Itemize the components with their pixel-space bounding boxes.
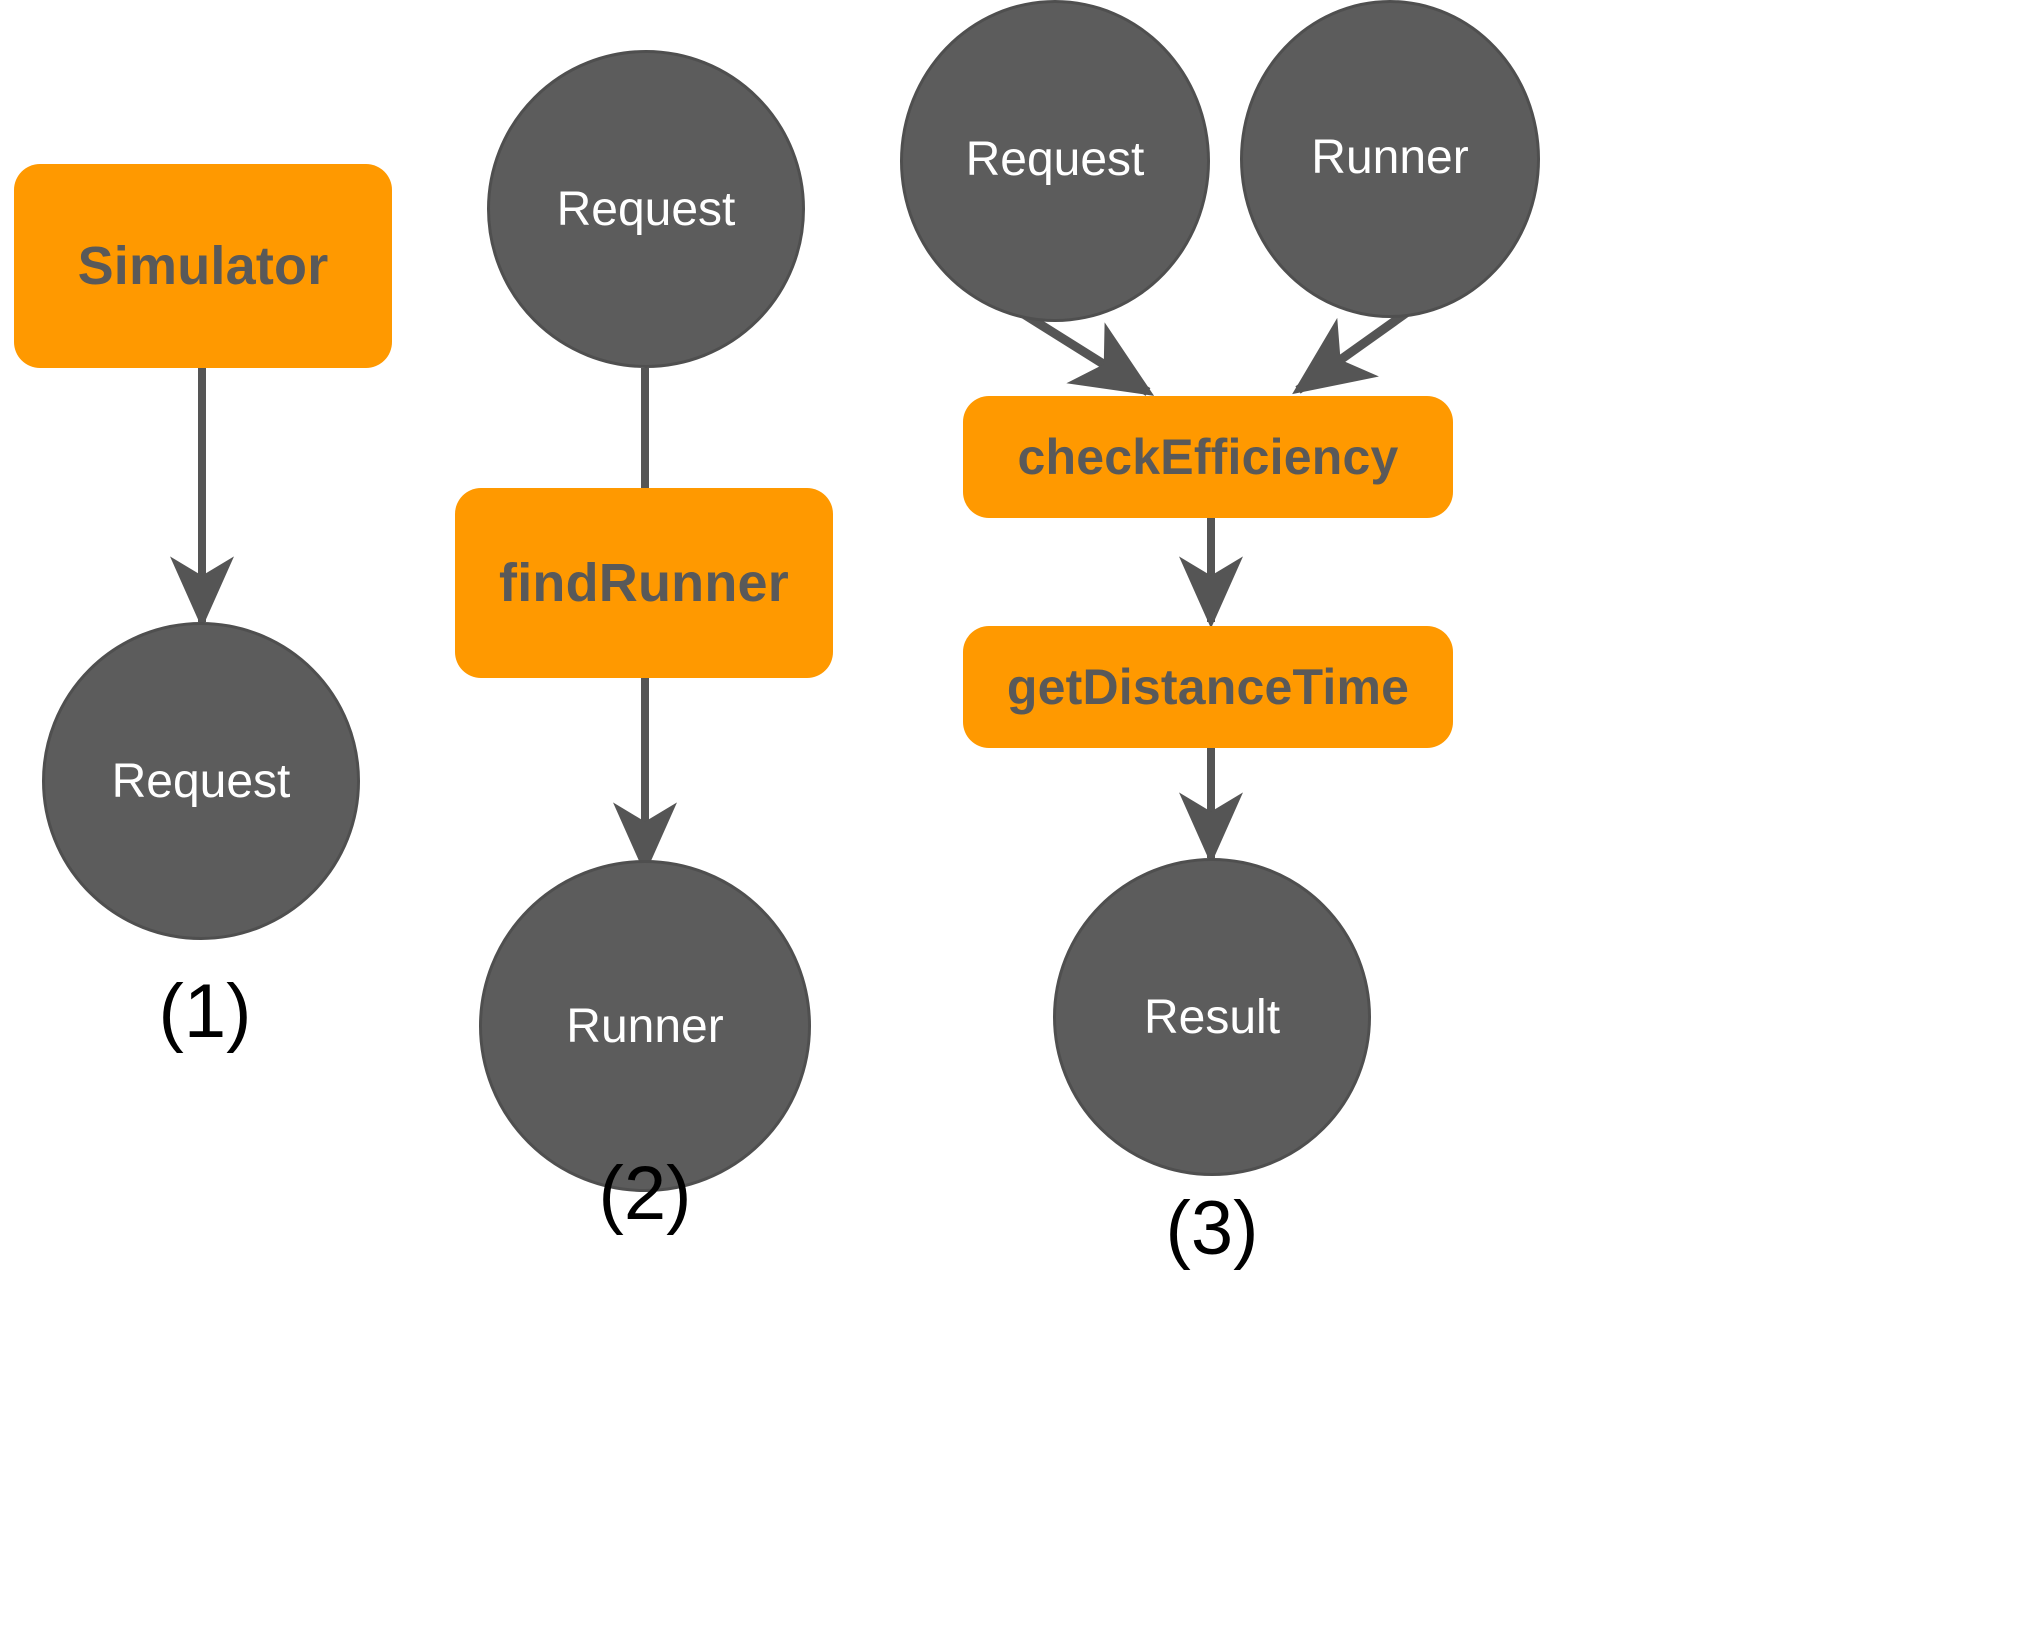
node-g3-result-label: Result xyxy=(1143,990,1281,1044)
group-label-1-text: (1) xyxy=(158,969,252,1054)
node-simulator-label: Simulator xyxy=(77,236,329,296)
node-findrunner-label: findRunner xyxy=(499,553,789,613)
group-label-2-text: (2) xyxy=(598,1151,692,1236)
node-g2-runner[interactable]: Runner xyxy=(479,860,811,1192)
group-label-3: (3) xyxy=(1137,1185,1287,1272)
node-g2-runner-label: Runner xyxy=(566,999,724,1053)
group-label-2: (2) xyxy=(570,1150,720,1237)
node-g2-request[interactable]: Request xyxy=(487,50,805,368)
node-checkefficiency-label: checkEfficiency xyxy=(1017,429,1399,485)
group-label-3-text: (3) xyxy=(1165,1186,1259,1271)
node-getdistancetime-label: getDistanceTime xyxy=(1006,659,1410,715)
node-g2-request-label: Request xyxy=(556,182,736,236)
node-findrunner[interactable]: findRunner xyxy=(455,488,833,678)
node-g3-runner-label: Runner xyxy=(1311,130,1469,184)
node-g3-runner[interactable]: Runner xyxy=(1240,0,1540,318)
node-g3-result[interactable]: Result xyxy=(1053,858,1371,1176)
edge-g3request-to-checkefficiency xyxy=(1019,309,1155,396)
group-label-1: (1) xyxy=(130,968,280,1055)
node-checkefficiency[interactable]: checkEfficiency xyxy=(963,396,1453,518)
node-g1-request[interactable]: Request xyxy=(42,622,360,940)
node-simulator[interactable]: Simulator xyxy=(14,164,392,368)
node-getdistancetime[interactable]: getDistanceTime xyxy=(963,626,1453,748)
node-g3-request[interactable]: Request xyxy=(900,0,1210,322)
node-g1-request-label: Request xyxy=(111,754,291,808)
node-g3-request-label: Request xyxy=(965,132,1145,186)
edge-g3runner-to-checkefficiency xyxy=(1292,302,1419,395)
